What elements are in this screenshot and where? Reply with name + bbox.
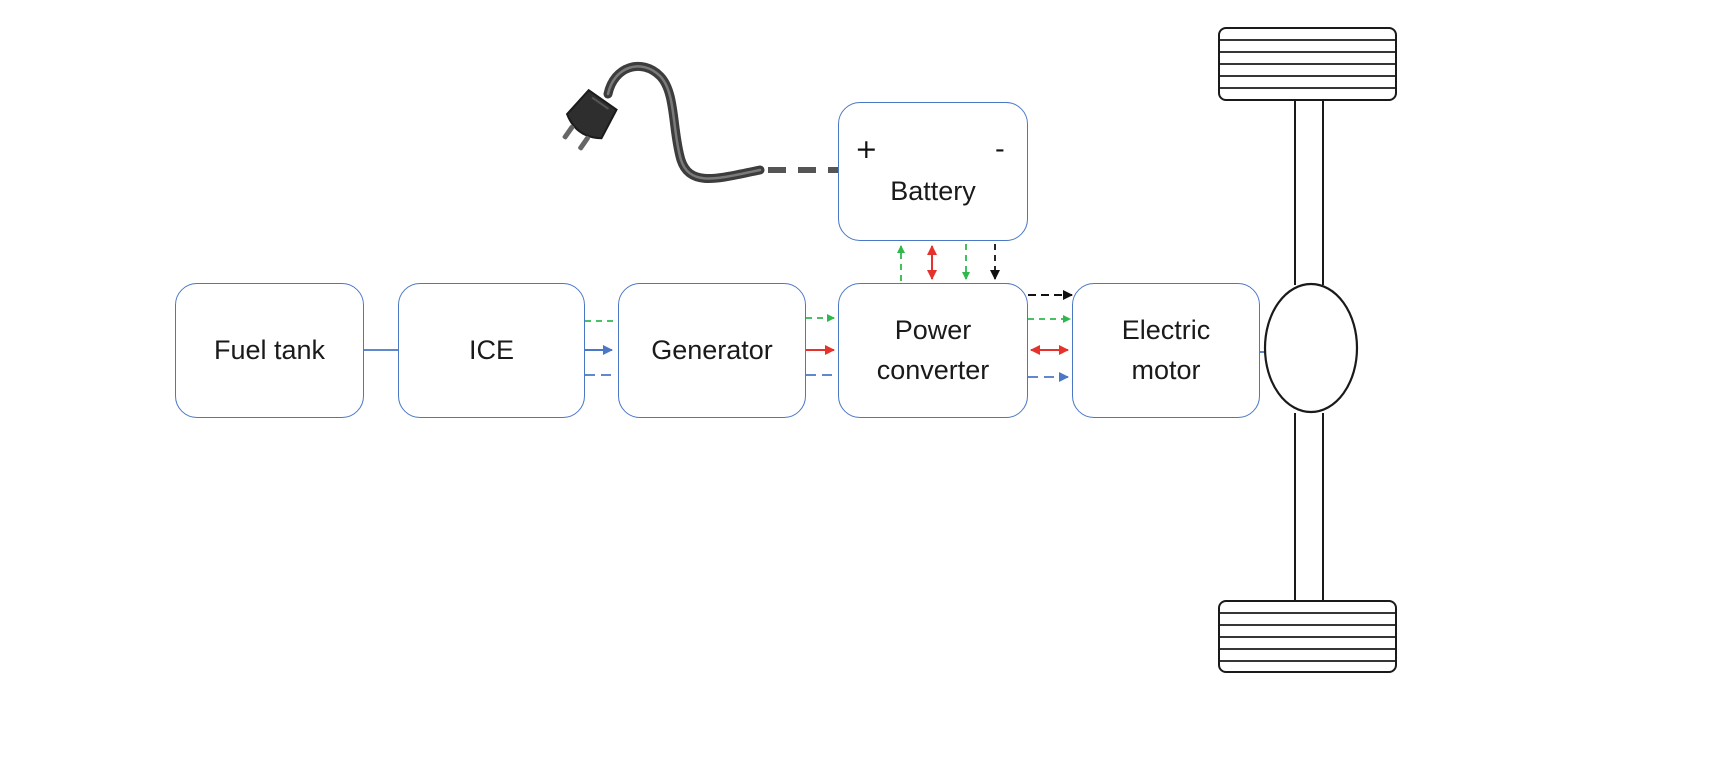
power-converter-block: Power converter [838, 283, 1028, 418]
power-converter-label-line2: converter [876, 354, 990, 385]
battery-negative-terminal: - [995, 134, 1005, 165]
power-plug-icon [562, 61, 765, 183]
battery-label: Battery [890, 175, 976, 206]
electric-motor-label-line2: motor [1131, 354, 1201, 385]
power-converter-label-line1: Power [894, 315, 972, 346]
electric-motor-label-line1: Electric [1121, 315, 1211, 346]
wheel-axle-icon [1218, 27, 1397, 673]
generator-block: Generator [618, 283, 806, 418]
battery-block: Battery [838, 102, 1028, 241]
fuel-tank-label: Fuel tank [213, 334, 326, 365]
electric-motor-block: Electric motor [1072, 283, 1260, 418]
battery-positive-terminal: + [855, 134, 878, 165]
fuel-tank-block: Fuel tank [175, 283, 364, 418]
generator-label: Generator [651, 334, 773, 365]
ice-block: ICE [398, 283, 585, 418]
ice-label: ICE [468, 334, 514, 365]
